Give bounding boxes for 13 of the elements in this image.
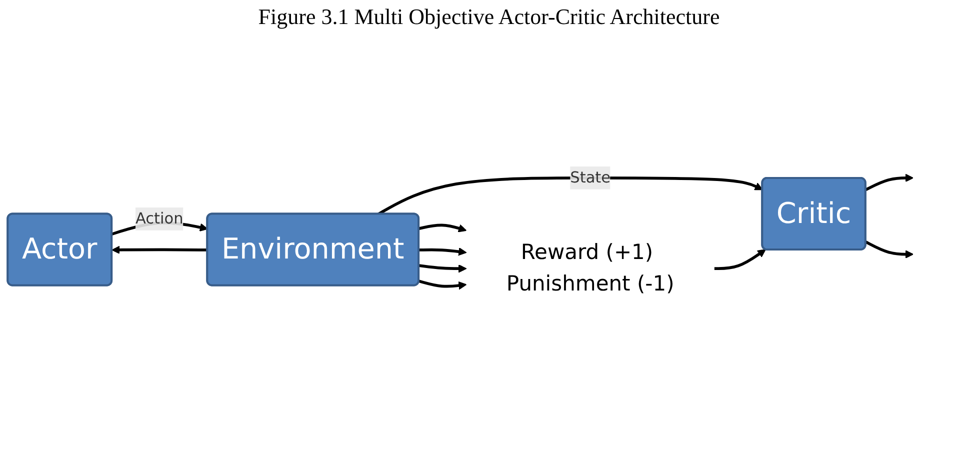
- arrow: [418, 280, 467, 290]
- arrow: [377, 176, 763, 216]
- arrow: [418, 264, 467, 273]
- arrow: [865, 240, 914, 258]
- edge-label: State: [570, 168, 611, 187]
- arrow: [112, 246, 208, 254]
- edge-label: Action: [135, 209, 184, 228]
- arrow: [418, 224, 467, 232]
- arrow: [865, 174, 914, 191]
- arrow: [714, 249, 766, 270]
- node-text: Reward (+1) Punishment (-1): [506, 240, 674, 296]
- arrow: [419, 247, 467, 256]
- figure-title: Figure 3.1 Multi Objective Actor-Critic Architecture: [257, 4, 721, 30]
